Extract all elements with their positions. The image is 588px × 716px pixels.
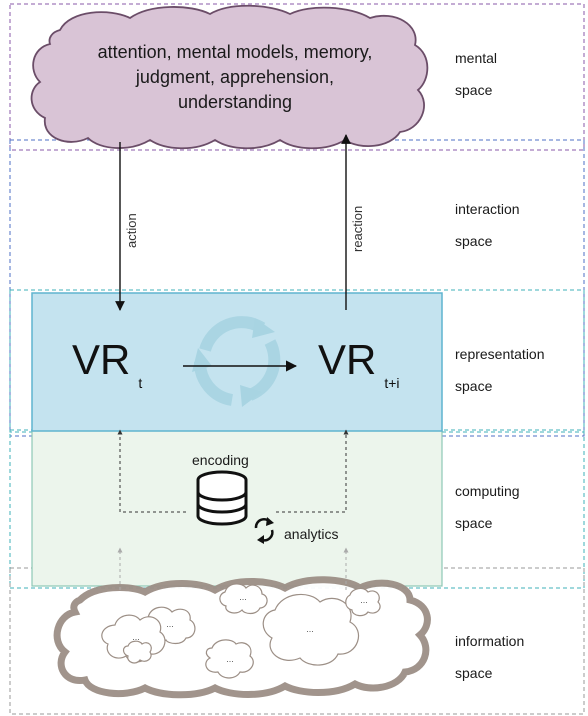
mental-cloud xyxy=(30,4,429,150)
encoding-label: encoding xyxy=(192,452,249,468)
svg-text:...: ... xyxy=(166,619,174,629)
analytics-cycle-arrowheads xyxy=(257,517,274,544)
computing-space-label: computing space xyxy=(455,483,520,531)
information-subcloud-dots: ... ... ... ... ... ... xyxy=(132,592,368,664)
representation-space-label: representation space xyxy=(455,346,545,394)
svg-text:...: ... xyxy=(360,595,368,605)
information-subclouds xyxy=(101,583,381,679)
cloud-line-1: attention, mental models, memory, xyxy=(97,42,373,62)
encoding-left-dotted-arrow xyxy=(117,429,186,513)
database-icon xyxy=(196,470,248,526)
information-space-label: information space xyxy=(455,633,525,681)
reaction-label: reaction xyxy=(350,205,365,252)
svg-text:...: ... xyxy=(239,592,247,602)
action-label: action xyxy=(124,213,139,248)
analytics-label: analytics xyxy=(284,526,339,542)
representation-box xyxy=(31,292,443,432)
mental-cloud-text: attention, mental models, memory, judgme… xyxy=(55,40,415,115)
mental-space-band xyxy=(9,3,585,151)
interaction-space-label: interaction space xyxy=(455,201,520,249)
svg-text:...: ... xyxy=(226,654,234,664)
mental-space-label: mental space xyxy=(455,50,498,98)
svg-text:...: ... xyxy=(306,624,314,634)
cloud-line-3: understanding xyxy=(177,92,293,112)
svg-text:...: ... xyxy=(132,632,140,642)
cloud-line-2: judgment, apprehension, xyxy=(135,67,335,87)
